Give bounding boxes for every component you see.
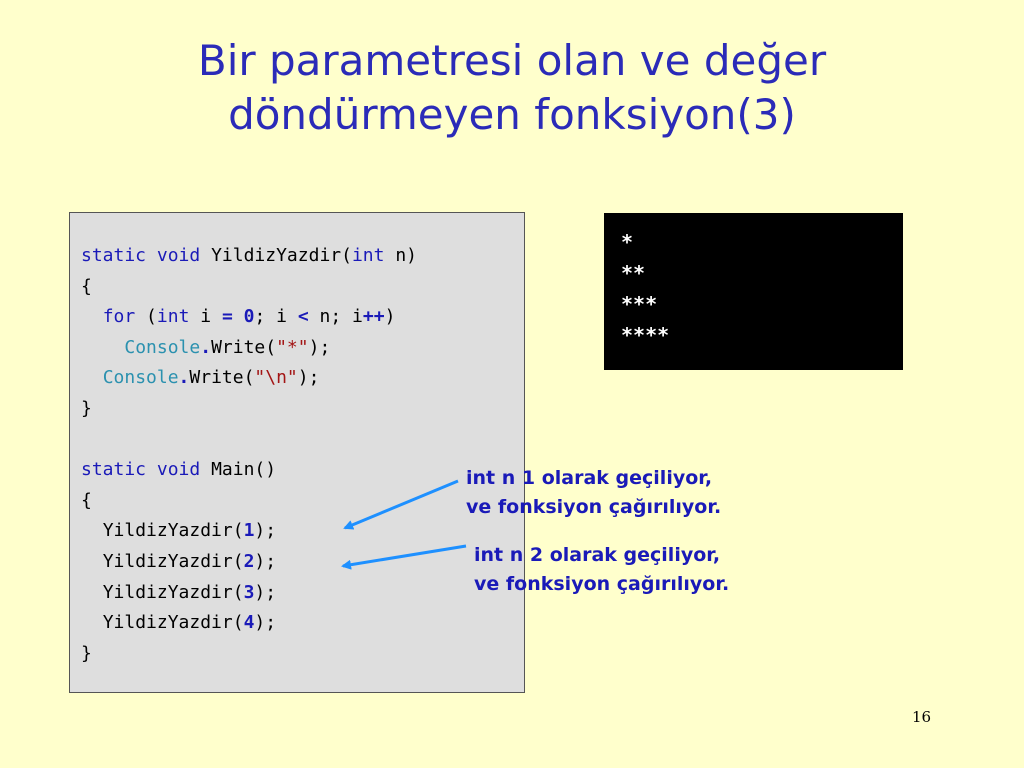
code-line-3: for (int i = 0; i < n; i++) bbox=[103, 306, 396, 327]
code-line-8: static void Main() bbox=[81, 459, 276, 480]
annotation-1: int n 1 olarak geçiliyor, ve fonksiyon ç… bbox=[466, 464, 721, 522]
call-line-4: YildizYazdir(4); bbox=[103, 612, 276, 633]
method-call: YildizYazdir( bbox=[102, 520, 244, 542]
console-line: *** bbox=[621, 292, 658, 316]
code-line-14: } bbox=[81, 642, 92, 664]
keyword: void bbox=[156, 459, 201, 481]
annotation-1-line-2: ve fonksiyon çağırılıyor. bbox=[466, 496, 722, 518]
code-line-6: } bbox=[81, 397, 92, 419]
call-line-3: YildizYazdir(3); bbox=[103, 582, 276, 603]
console-line: **** bbox=[621, 323, 670, 347]
console-line: * bbox=[621, 230, 634, 254]
keyword: void bbox=[156, 245, 201, 266]
code-line-9: { bbox=[81, 489, 92, 511]
keyword: int bbox=[351, 245, 385, 266]
keyword: for bbox=[102, 306, 136, 328]
keyword: static bbox=[81, 459, 147, 481]
code-token: ) bbox=[384, 306, 396, 328]
title-line-1: Bir parametresi olan ve değer bbox=[197, 36, 827, 85]
arrow-1 bbox=[343, 479, 459, 530]
method-call: Write( bbox=[189, 367, 255, 389]
method-name: YildizYazdir( bbox=[211, 245, 352, 266]
code-line-2: { bbox=[81, 275, 92, 297]
operator: = bbox=[221, 306, 233, 328]
number-literal: 0 bbox=[243, 306, 255, 328]
method-call: YildizYazdir( bbox=[102, 612, 244, 634]
operator: . bbox=[178, 367, 190, 389]
operator: . bbox=[200, 336, 212, 358]
code-block: static void YildizYazdir(int n) { for (i… bbox=[81, 241, 417, 669]
number-literal: 3 bbox=[243, 581, 255, 603]
code-token: ); bbox=[297, 367, 320, 389]
string-literal: "\n" bbox=[254, 367, 298, 389]
code-token: ); bbox=[254, 550, 277, 572]
code-line-1: static void YildizYazdir(int n) bbox=[81, 245, 417, 266]
slide-title: Bir parametresi olan ve değer döndürmeye… bbox=[0, 34, 1024, 142]
method-call: Write( bbox=[211, 336, 277, 358]
code-token: ); bbox=[254, 520, 277, 542]
annotation-2-line-2: ve fonksiyon çağırılıyor. bbox=[474, 573, 730, 595]
call-line-2: YildizYazdir(2); bbox=[103, 551, 276, 572]
operator: ++ bbox=[362, 306, 385, 328]
code-token: n; i bbox=[319, 306, 363, 328]
page-number: 16 bbox=[912, 708, 932, 726]
method-call: YildizYazdir( bbox=[102, 581, 244, 603]
method-name: Main() bbox=[211, 459, 277, 481]
operator: < bbox=[297, 306, 309, 328]
number-literal: 1 bbox=[243, 520, 255, 542]
class-name: Console bbox=[124, 336, 201, 358]
code-token: ; i bbox=[254, 306, 287, 328]
code-token: ( bbox=[146, 306, 157, 328]
code-line-4: Console.Write("*"); bbox=[124, 337, 330, 358]
param-name: n) bbox=[395, 245, 418, 266]
code-token: ); bbox=[254, 581, 277, 603]
code-line-5: Console.Write("\n"); bbox=[103, 367, 320, 388]
console-output: * ** *** **** bbox=[621, 227, 669, 351]
code-token: ); bbox=[254, 612, 277, 634]
keyword: static bbox=[81, 245, 147, 266]
class-name: Console bbox=[102, 367, 179, 389]
code-token: ); bbox=[308, 336, 331, 358]
title-line-2: döndürmeyen fonksiyon(3) bbox=[228, 90, 796, 139]
annotation-2: int n 2 olarak geçiliyor, ve fonksiyon ç… bbox=[474, 541, 729, 599]
method-call: YildizYazdir( bbox=[102, 550, 244, 572]
number-literal: 4 bbox=[243, 612, 255, 634]
string-literal: "*" bbox=[276, 336, 309, 358]
annotation-2-line-1: int n 2 olarak geçiliyor, bbox=[474, 544, 721, 566]
number-literal: 2 bbox=[243, 550, 255, 572]
arrow-2 bbox=[341, 544, 467, 570]
code-panel: static void YildizYazdir(int n) { for (i… bbox=[69, 212, 525, 693]
console-output-panel: * ** *** **** bbox=[604, 213, 903, 370]
code-token: i bbox=[200, 306, 212, 328]
keyword: int bbox=[156, 306, 190, 328]
console-line: ** bbox=[621, 261, 646, 285]
annotation-1-line-1: int n 1 olarak geçiliyor, bbox=[466, 467, 713, 489]
call-line-1: YildizYazdir(1); bbox=[103, 520, 276, 541]
